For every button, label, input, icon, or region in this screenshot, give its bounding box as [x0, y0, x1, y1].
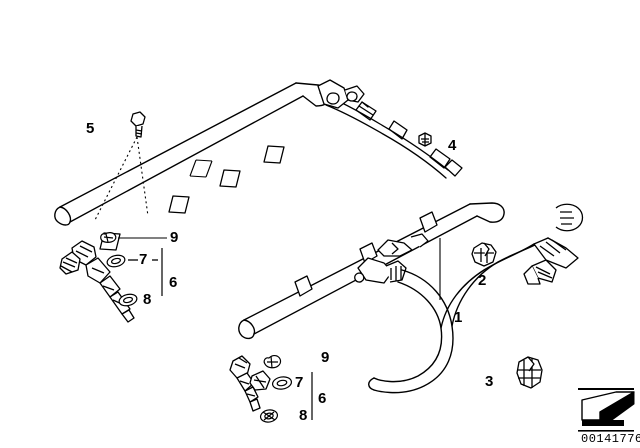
injector-sockets-left-bank [99, 145, 285, 251]
rail-junction-block-top [317, 79, 365, 109]
callout-label-7-left: 7 [139, 251, 148, 268]
callout-5-leader [94, 136, 149, 221]
rail-mount-bracket [377, 233, 429, 257]
callout-label-7-bottom: 7 [295, 374, 304, 391]
callout-label-2: 2 [478, 272, 487, 289]
securing-clip-item9-bottom [263, 355, 282, 369]
callout-label-9-left: 9 [170, 229, 179, 246]
bmw-arrow-logo [578, 388, 635, 432]
o-ring-item8-bottom [259, 409, 279, 423]
o-ring-item7-bottom [271, 376, 293, 390]
hose-clamp-item3 [516, 356, 543, 389]
callout-label-6-bottom: 6 [318, 390, 327, 407]
o-ring-item8-left [118, 293, 138, 307]
hose-to-rail-junction [354, 257, 407, 284]
hose-connector-sleeve [523, 237, 579, 285]
callout-label-8-left: 8 [143, 291, 152, 308]
callout-label-6-left: 6 [169, 274, 178, 291]
callout-label-5: 5 [86, 120, 95, 137]
injection-valve-lower [229, 355, 271, 412]
callout-label-3: 3 [485, 373, 494, 390]
injection-valve-upper [59, 240, 135, 323]
hose-end-fitting [555, 203, 584, 232]
fuel-rail-left-bank [54, 82, 331, 226]
retaining-clip-item2 [471, 242, 497, 267]
injector-socket-highlight [189, 159, 213, 178]
hex-bolt-item5 [130, 111, 146, 138]
callout-label-4: 4 [448, 137, 457, 154]
callout-label-1: 1 [454, 309, 463, 326]
fuel-hose [368, 237, 549, 394]
injector-sockets-right-bank [294, 211, 438, 297]
diagram-part-number: 00141776 [581, 432, 640, 446]
securing-clip-item9-left [100, 232, 117, 243]
o-ring-item7-left [106, 254, 126, 268]
nut-item4 [418, 132, 432, 147]
callout-label-8-bottom: 8 [299, 407, 308, 424]
callout-label-9-bottom: 9 [321, 349, 330, 366]
